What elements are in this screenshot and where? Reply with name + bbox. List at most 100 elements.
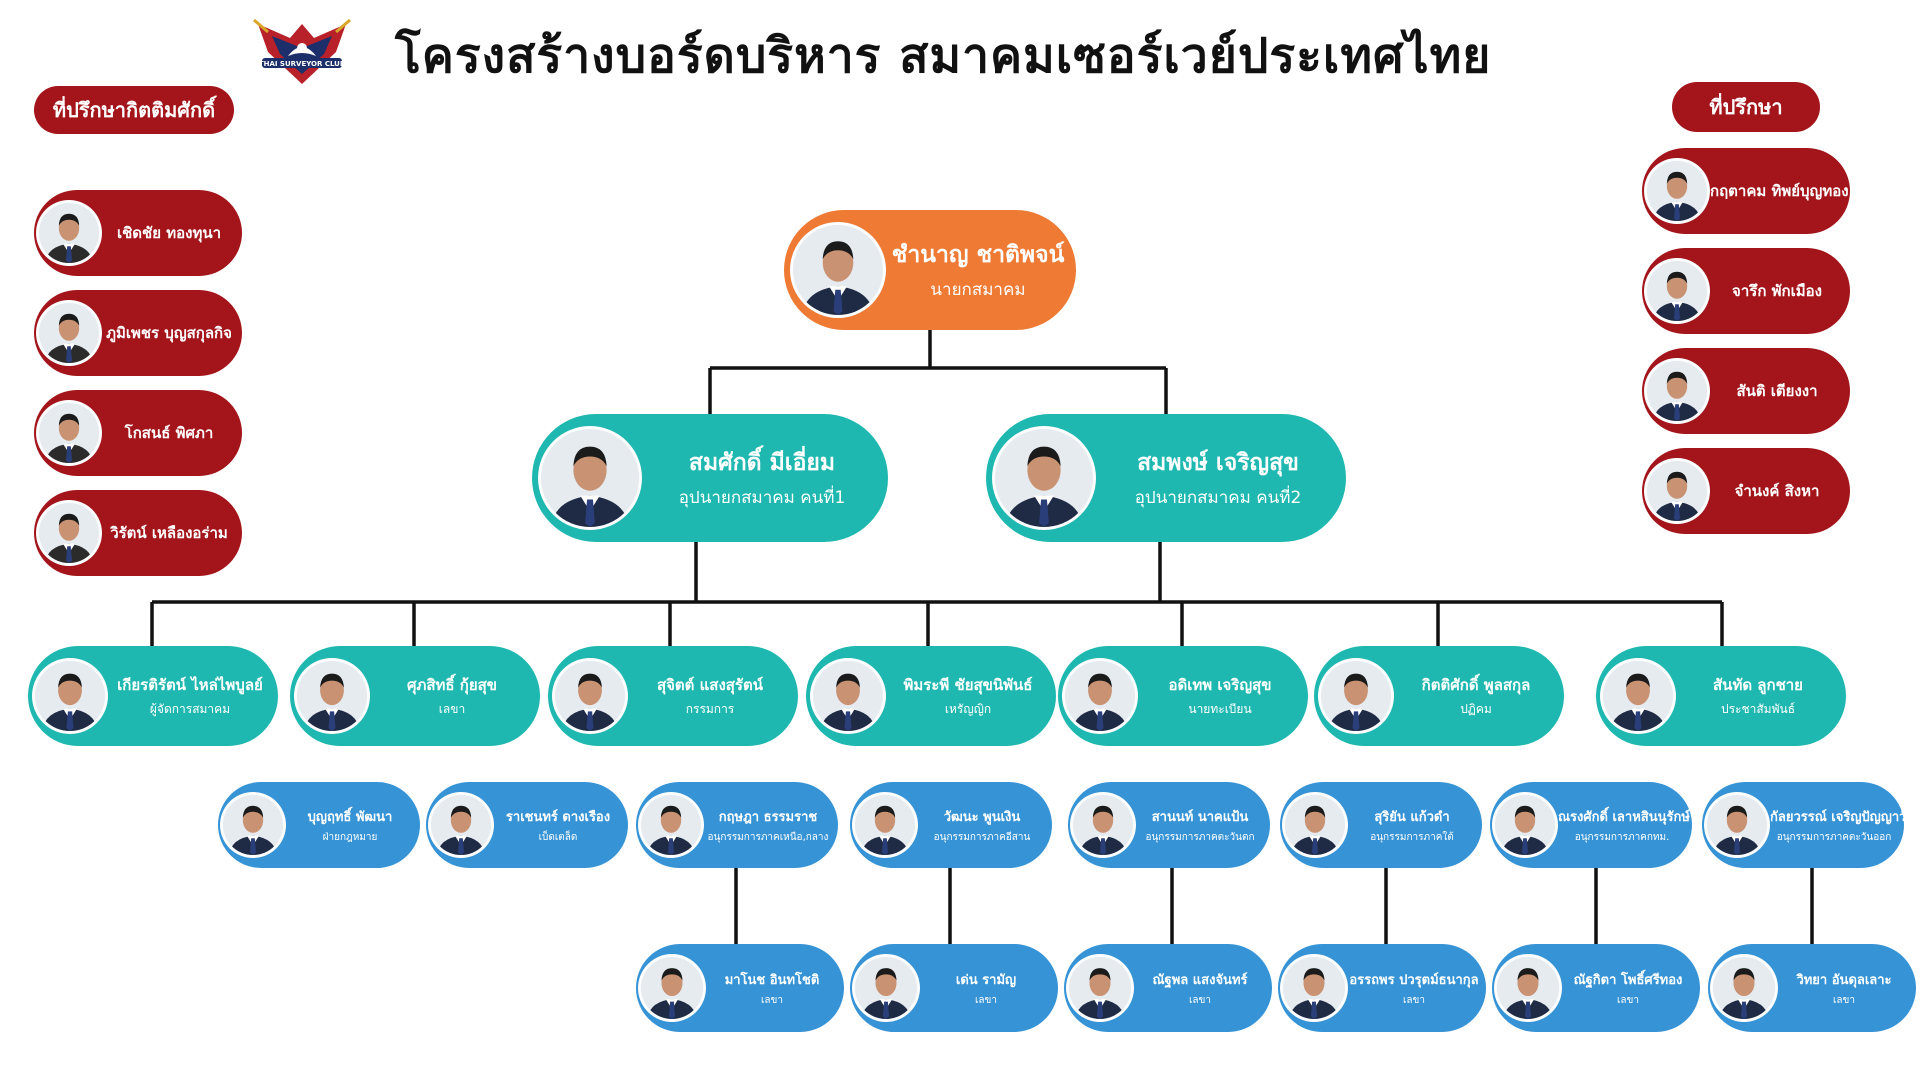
member-text: เกียรติรัตน์ ไหล่ไพบูลย์ผู้จัดการสมาคม — [108, 673, 278, 719]
member-role: อนุกรรมการภาคตะวันตก — [1145, 831, 1255, 843]
member-text: สมพงษ์ เจริญสุขอุปนายกสมาคม คนที่2 — [1096, 445, 1346, 511]
member-role: ประชาสัมพันธ์ — [1720, 702, 1796, 716]
member-photo — [1644, 258, 1710, 324]
honorary-advisor-card: วิรัตน์ เหลืองอร่าม — [34, 490, 242, 576]
subcommittee-member-card: กัลยวรรณ์ เจริญปัญญาวัฒอนุกรรมการภาคตะวั… — [1702, 782, 1904, 868]
advisor-card: จารึก พักเมือง — [1642, 248, 1850, 334]
member-name: ภูมิเพชร บุญสกุลกิจ — [106, 324, 232, 342]
member-name: ณัฐพล แสงจันทร์ — [1152, 972, 1248, 988]
member-photo — [1710, 954, 1778, 1022]
person-photo-icon — [1069, 957, 1131, 1019]
logo-text: THAI SURVEYOR CLUB — [259, 60, 345, 68]
member-text: กัลยวรรณ์ เจริญปัญญาวัฒอนุกรรมการภาคตะวั… — [1770, 806, 1904, 845]
member-text: วัฒนะ พูนเงินอนุกรรมการภาคอีสาน — [918, 806, 1052, 845]
member-photo — [638, 954, 706, 1022]
member-name: สานนท์ นาคแป้น — [1151, 809, 1249, 825]
member-role: นายกสมาคม — [930, 280, 1026, 300]
member-name: สมพงษ์ เจริญสุข — [1137, 450, 1299, 476]
member-text: สมศักดิ์ มีเอี่ยมอุปนายกสมาคม คนที่1 — [642, 445, 888, 511]
member-role: เบ็ดเตล็ด — [538, 831, 578, 843]
member-text: กฤษฎา ธรรมราชอนุกรรมการภาคเหนือ,กลาง — [704, 806, 838, 845]
member-text: โกสนธ์ พิศภา — [102, 421, 242, 445]
member-photo — [1492, 792, 1558, 858]
member-text: ณัฐกิตา โพธิ์ศรีทองเลขา — [1562, 969, 1700, 1008]
person-photo-icon — [541, 429, 639, 527]
person-photo-icon — [1497, 957, 1559, 1019]
person-photo-icon — [1065, 661, 1135, 731]
member-text: จำนงค์ สิงหา — [1710, 479, 1850, 503]
member-photo — [1280, 954, 1348, 1022]
person-photo-icon — [1647, 361, 1707, 421]
person-photo-icon — [39, 303, 99, 363]
member-name: สันทัด ลูกชาย — [1713, 676, 1803, 694]
member-text: สุจิตต์ แสงสุรัตน์กรรมการ — [628, 673, 798, 719]
member-text: เด่น รามัญเลขา — [920, 969, 1058, 1008]
committee-member-card: เกียรติรัตน์ ไหล่ไพบูลย์ผู้จัดการสมาคม — [28, 646, 278, 746]
honorary-advisor-card: โกสนธ์ พิศภา — [34, 390, 242, 476]
person-photo-icon — [555, 661, 625, 731]
member-photo — [852, 954, 920, 1022]
member-text: กิตติศักดิ์ พูลสกุลปฏิคม — [1394, 673, 1564, 719]
member-role: เลขา — [438, 702, 466, 716]
committee-member-card: ศุภสิทธิ์ กุ้ยสุขเลขา — [290, 646, 540, 746]
advisor-card: กฤตาคม ทิพย์บุญทอง — [1642, 148, 1850, 234]
member-text: ชำนาญ ชาติพจน์นายกสมาคม — [886, 237, 1076, 303]
committee-member-card: สุจิตต์ แสงสุรัตน์กรรมการ — [548, 646, 798, 746]
member-photo — [294, 658, 370, 734]
vice-president-card: สมพงษ์ เจริญสุขอุปนายกสมาคม คนที่2 — [986, 414, 1346, 542]
member-role: เลขา — [975, 994, 997, 1006]
member-name: จำนงค์ สิงหา — [1734, 482, 1820, 500]
member-name: สันติ เตียงงา — [1736, 382, 1818, 400]
advisor-card: สันติ เตียงงา — [1642, 348, 1850, 434]
member-photo — [1704, 792, 1770, 858]
person-photo-icon — [855, 795, 915, 855]
member-role: กรรมการ — [685, 702, 735, 716]
member-photo — [1318, 658, 1394, 734]
member-text: ราเชนทร์ ดางเรืองเบ็ดเตล็ด — [494, 806, 628, 845]
member-name: กฤตาคม ทิพย์บุญทอง — [1710, 182, 1849, 200]
secretary-card: ณัฐกิตา โพธิ์ศรีทองเลขา — [1492, 944, 1700, 1032]
member-name: บุญฤทธิ์ พัฒนา — [307, 809, 393, 825]
subcommittee-member-card: กฤษฎา ธรรมราชอนุกรรมการภาคเหนือ,กลาง — [636, 782, 838, 868]
person-photo-icon — [813, 661, 883, 731]
person-photo-icon — [855, 957, 917, 1019]
member-role: อนุกรรมการภาคตะวันออก — [1776, 831, 1892, 843]
member-text: จารึก พักเมือง — [1710, 279, 1850, 303]
member-text: กฤตาคม ทิพย์บุญทอง — [1710, 179, 1850, 203]
member-name: กัลยวรรณ์ เจริญปัญญาวัฒ — [1770, 809, 1904, 825]
member-role: อนุกรรมการภาคใต้ — [1370, 831, 1454, 843]
member-role: เลขา — [1403, 994, 1425, 1006]
member-name: วัฒนะ พูนเงิน — [943, 809, 1021, 825]
advisors-label: ที่ปรึกษา — [1672, 82, 1820, 132]
secretary-card: เด่น รามัญเลขา — [850, 944, 1058, 1032]
member-text: สุริยัน แก้วดำอนุกรรมการภาคใต้ — [1348, 806, 1482, 845]
person-photo-icon — [39, 503, 99, 563]
member-text: บุญฤทธิ์ พัฒนาฝ่ายกฎหมาย — [286, 806, 420, 845]
person-photo-icon — [431, 795, 491, 855]
person-photo-icon — [995, 429, 1093, 527]
member-photo — [1282, 792, 1348, 858]
member-name: อดิเทพ เจริญสุข — [1168, 676, 1272, 694]
member-photo — [36, 200, 102, 266]
member-text: มาโนช อินทโชติเลขา — [706, 969, 844, 1008]
member-name: สุริยัน แก้วดำ — [1374, 809, 1450, 825]
member-text: เชิดชัย ทองทุนา — [102, 221, 242, 245]
member-text: ภูมิเพชร บุญสกุลกิจ — [102, 321, 242, 345]
member-text: วิรัตน์ เหลืองอร่าม — [102, 521, 242, 545]
member-text: สันติ เตียงงา — [1710, 379, 1850, 403]
member-name: โกสนธ์ พิศภา — [124, 424, 214, 442]
member-photo — [36, 300, 102, 366]
member-role: เลขา — [1833, 994, 1855, 1006]
member-name: วิทยา อันดุลเลาะ — [1796, 972, 1892, 988]
member-text: สานนท์ นาคแป้นอนุกรรมการภาคตะวันตก — [1136, 806, 1270, 845]
advisor-card: จำนงค์ สิงหา — [1642, 448, 1850, 534]
member-role: นายทะเบียน — [1188, 702, 1252, 716]
member-photo — [1066, 954, 1134, 1022]
member-role: เลขา — [1617, 994, 1639, 1006]
member-role: ผู้จัดการสมาคม — [149, 702, 231, 716]
member-text: สันทัด ลูกชายประชาสัมพันธ์ — [1676, 673, 1846, 719]
subcommittee-member-card: สุริยัน แก้วดำอนุกรรมการภาคใต้ — [1280, 782, 1482, 868]
member-role: อุปนายกสมาคม คนที่2 — [1134, 488, 1302, 508]
member-photo — [810, 658, 886, 734]
member-photo — [538, 426, 642, 530]
